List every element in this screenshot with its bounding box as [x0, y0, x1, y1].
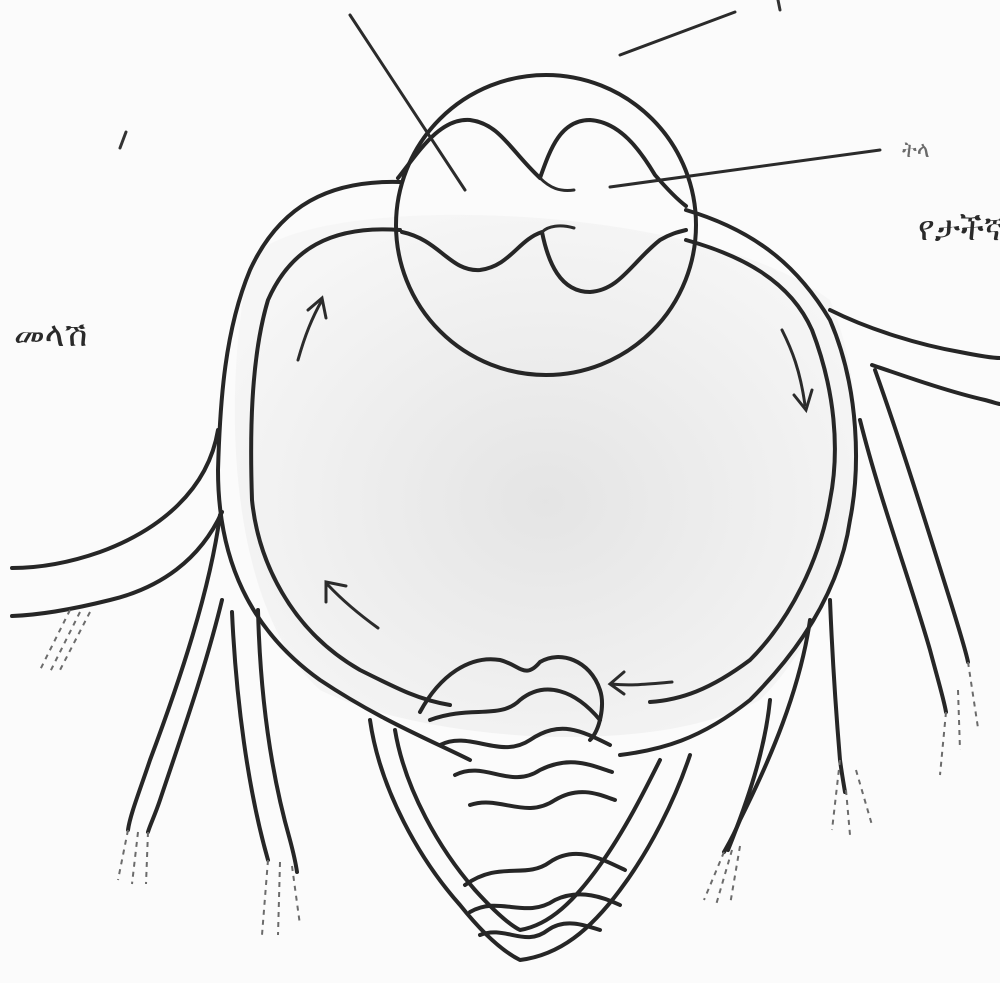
- label-top-right: ትላ: [902, 140, 930, 162]
- left-descending-b: [148, 600, 222, 832]
- right-descending-e: [728, 700, 770, 850]
- left-descending-a: [128, 515, 220, 830]
- dashed-ending-left-a: [118, 830, 148, 884]
- heart-septum-upper: [540, 178, 574, 191]
- pointer-line-top-right: [620, 12, 735, 55]
- heart-lobe-upper: [398, 120, 686, 206]
- right-branch-lower: [872, 365, 1000, 404]
- right-branch-upper: [830, 310, 1000, 358]
- label-left: መላሽ: [14, 318, 87, 352]
- stray-mark: [120, 132, 126, 148]
- left-descending-d: [232, 612, 268, 860]
- bottom-capillary-1: [465, 854, 625, 885]
- right-descending-a: [860, 420, 946, 712]
- stray-mark-top: [778, 0, 780, 10]
- dashed-ending-left-branch: [40, 610, 90, 672]
- lower-pocket-outer: [370, 720, 690, 960]
- lower-pocket-inner: [395, 730, 660, 930]
- right-descending-c: [830, 600, 845, 792]
- dashed-ending-right-c: [832, 760, 872, 835]
- dashed-ending-left-c: [262, 860, 300, 935]
- dashed-ending-right-d: [704, 846, 740, 905]
- capillary-bed-row-3: [455, 762, 612, 777]
- label-right: የታችኛ: [918, 212, 1000, 246]
- left-branch-upper: [12, 430, 218, 568]
- capillary-bed-row-4: [470, 792, 615, 808]
- dashed-ending-right-a: [940, 662, 978, 775]
